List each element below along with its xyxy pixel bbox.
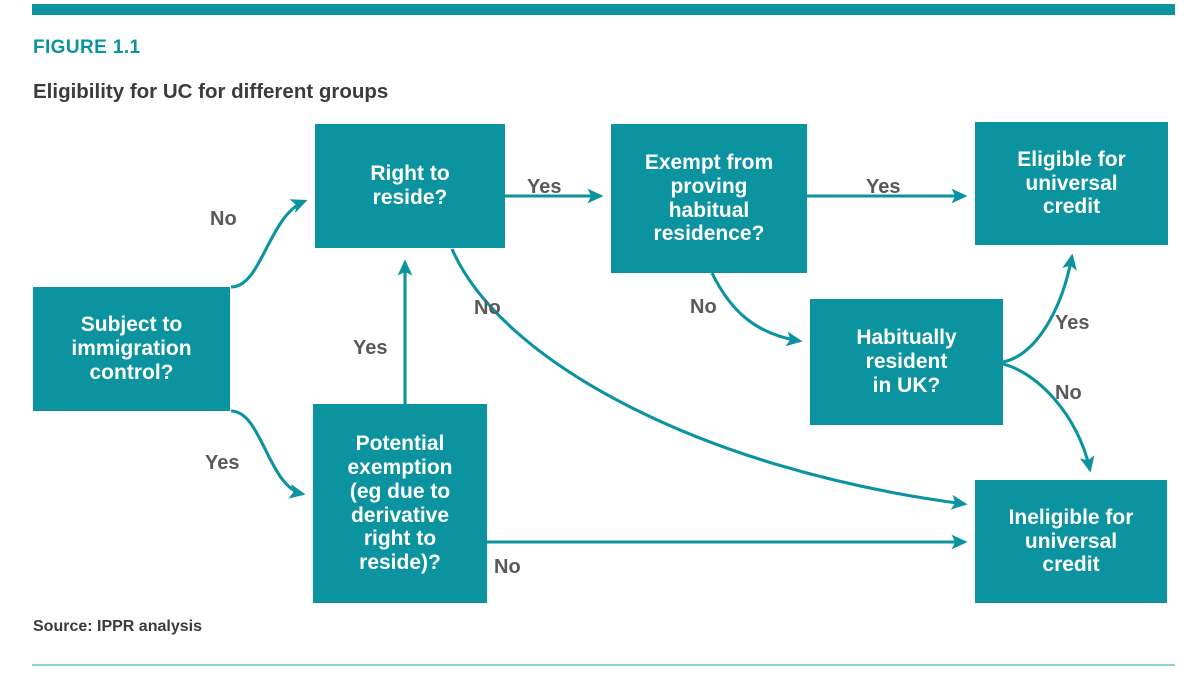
edge-habitual-to-ineligible [1002,362,1095,473]
node-eligible-for-universal-credit: Eligible for universal credit [975,122,1168,245]
node-line: right to [363,527,437,551]
source-note: Source: IPPR analysis [33,618,202,635]
node-line: Right to [370,162,450,186]
node-exempt-from-proving-habitual-residence: Exempt from proving habitual residence? [611,124,807,273]
edge-label-subject-no: No [210,208,237,230]
edge-label-right-yes: Yes [527,176,562,198]
node-line: Eligible for [1017,147,1126,171]
node-line: control? [89,360,174,384]
edge-label-potential-no: No [494,556,521,578]
edge-label-habitual-yes: Yes [1055,312,1090,334]
edge-label-exempt-yes: Yes [866,176,901,198]
node-line: Potential [355,431,445,455]
edge-subject-to-potential [230,409,306,499]
node-line: proving [670,174,748,198]
node-line: Ineligible for [1008,505,1134,529]
node-line: habitual [668,198,750,222]
node-line: Exempt from [644,150,774,174]
edge-right-to-ineligible [450,248,968,510]
node-line: residence? [653,222,765,246]
node-line: reside)? [359,551,441,575]
edge-subject-to-right [230,199,308,289]
node-line: in UK? [872,373,941,397]
node-habitually-resident-in-uk: Habitually resident in UK? [810,299,1003,425]
node-line: resident [865,350,948,374]
edge-label-subject-yes: Yes [205,452,240,474]
edge-label-right-no: No [474,297,501,319]
figure-number-label: FIGURE 1.1 [33,37,141,58]
edge-label-habitual-no: No [1055,382,1082,404]
edge-label-potential-yes: Yes [353,337,388,359]
node-line: (eg due to [349,479,451,503]
node-subject-to-immigration-control: Subject to immigration control? [33,287,230,411]
edge-label-exempt-no: No [690,296,717,318]
node-line: credit [1042,195,1101,219]
node-line: Habitually [856,326,957,350]
node-line: immigration [71,337,192,361]
node-line: universal [1024,529,1118,553]
edge-habitual-to-eligible [1002,253,1077,364]
top-accent-rule [32,4,1175,15]
edge-exempt-to-habitual [710,272,803,347]
node-line: Subject to [80,313,183,337]
node-line: credit [1042,553,1100,577]
node-line: exemption [347,455,453,479]
node-potential-exemption: Potential exemption (eg due to derivativ… [313,404,487,603]
node-right-to-reside: Right to reside? [315,124,505,248]
figure-title: Eligibility for UC for different groups [33,80,389,103]
bottom-divider-rule [32,664,1175,666]
node-line: derivative [350,503,450,527]
node-line: universal [1025,171,1118,195]
node-line: reside? [372,186,448,209]
node-ineligible-for-universal-credit: Ineligible for universal credit [975,480,1167,603]
